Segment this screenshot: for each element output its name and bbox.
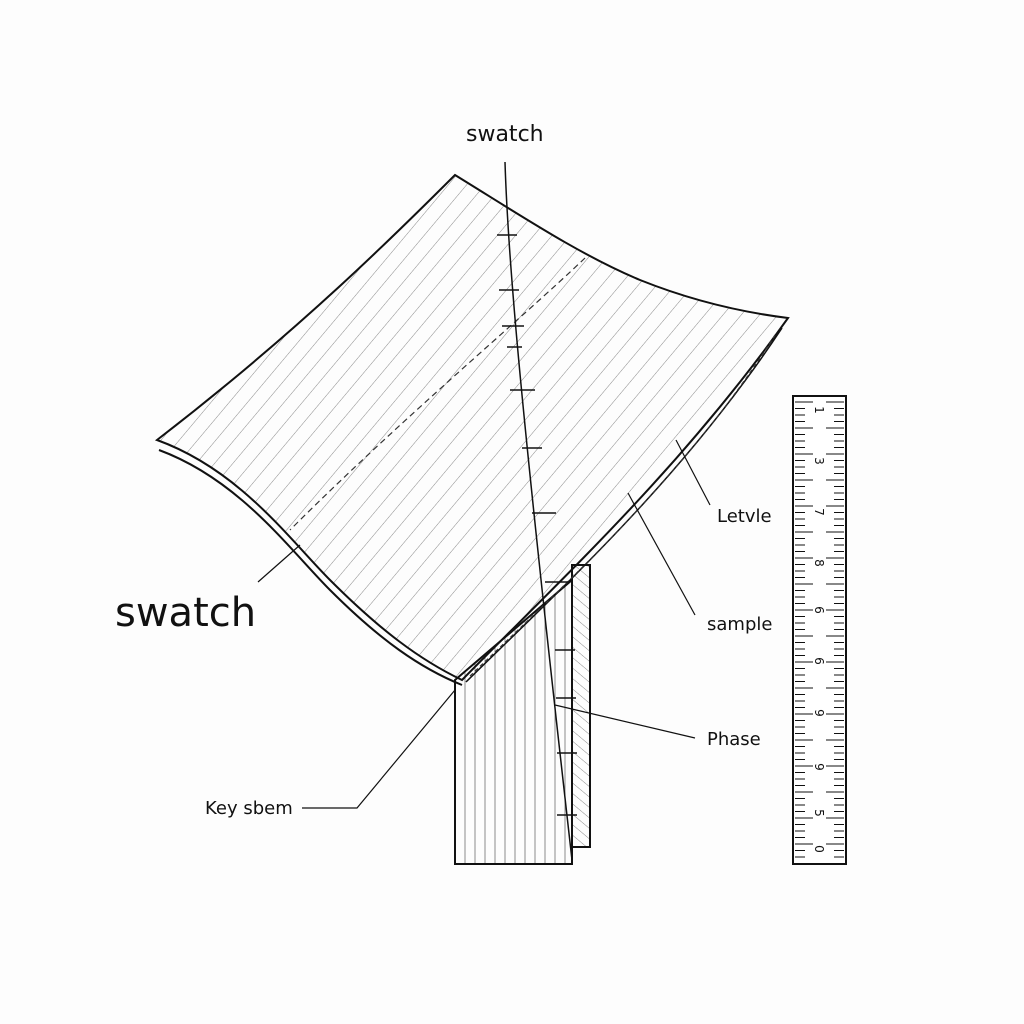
ruler-number: 1 <box>811 406 826 414</box>
ruler-number: 0 <box>811 845 826 853</box>
fabric-stem <box>454 564 591 865</box>
ruler-number: 9 <box>811 709 826 717</box>
label-phase: Phase <box>707 729 761 750</box>
label-key-stem: Key sbem <box>205 798 293 819</box>
ruler <box>792 395 847 865</box>
ruler-number: 6 <box>811 657 826 665</box>
ruler-number: 6 <box>811 606 826 614</box>
label-top-swatch: swatch <box>466 122 544 147</box>
ruler-number: 9 <box>811 763 826 771</box>
ruler-number: 5 <box>811 809 826 817</box>
label-swatch-large: swatch <box>115 590 257 636</box>
callout-leaders <box>257 439 711 809</box>
ruler-number: 7 <box>811 508 826 516</box>
label-sample: sample <box>707 614 773 635</box>
ruler-number: 3 <box>811 457 826 465</box>
ruler-number: 8 <box>811 559 826 567</box>
label-letvle: Letvle <box>717 506 772 527</box>
fabric-swatch <box>154 161 790 861</box>
